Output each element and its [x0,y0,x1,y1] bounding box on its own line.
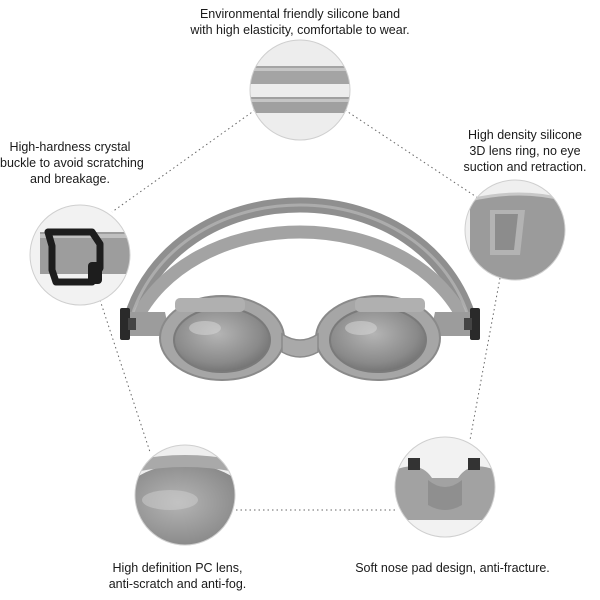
pc-lens-detail-icon [134,444,236,546]
caption-line: Environmental friendly silicone band [199,7,401,21]
caption-line: Soft nose pad design, anti-fracture. [355,561,550,575]
left-lens-frame [159,295,285,381]
caption-line: anti-scratch and anti-fog. [108,577,247,591]
caption-line: suction and retraction. [463,160,587,174]
caption-line: High definition PC lens, [112,561,243,575]
left-buckle-icon [120,308,136,340]
caption-nose-pad: Soft nose pad design, anti-fracture. [330,560,575,576]
caption-lens-ring: High density silicone 3D lens ring, no e… [450,127,600,175]
caption-silicone-band: Environmental friendly silicone band wit… [150,6,450,38]
caption-line: buckle to avoid scratching [0,156,144,170]
connector-lines [99,109,501,511]
caption-line: High density silicone [468,128,582,142]
goggles-strap [122,197,478,330]
silicone-band-detail-icon [249,39,351,141]
lens-ring-detail-icon [464,179,566,281]
right-strap-end [430,312,472,336]
caption-pc-lens: High definition PC lens, anti-scratch an… [60,560,295,592]
caption-line: 3D lens ring, no eye [469,144,581,158]
buckle-detail-icon [29,204,131,306]
left-strap-end [128,312,170,336]
caption-line: High-hardness crystal [9,140,131,154]
nose-bridge [281,332,319,358]
caption-line: and breakage. [30,172,110,186]
nose-pad-detail-icon [394,436,496,538]
caption-line: with high elasticity, comfortable to wea… [190,23,410,37]
right-buckle-icon [464,308,480,340]
caption-buckle: High-hardness crystal buckle to avoid sc… [0,139,144,187]
right-lens-frame [315,295,441,381]
